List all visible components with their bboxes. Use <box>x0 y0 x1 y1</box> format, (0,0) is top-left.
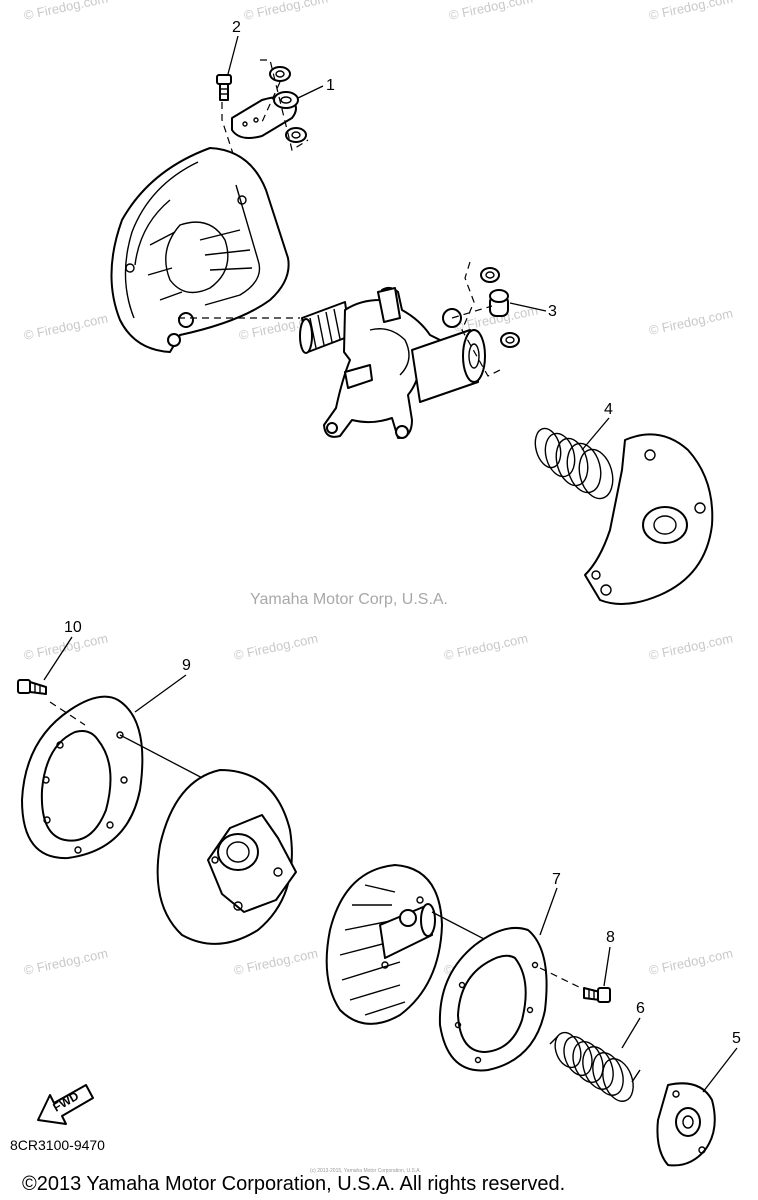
callout-number-7: 7 <box>552 871 561 888</box>
callout-8: 8 <box>603 929 615 987</box>
callout-number-4: 4 <box>604 401 613 418</box>
small-print: (c) 2013-2015, Yamaha Motor Corporation,… <box>310 1168 421 1174</box>
watermark: © Firedog.com <box>233 945 320 977</box>
callout-number-9: 9 <box>182 657 191 674</box>
plate-part-7 <box>438 926 548 1072</box>
callout-number-3: 3 <box>548 303 557 320</box>
diagram-code: 8CR3100-9470 <box>10 1137 105 1153</box>
callout-number-1: 1 <box>326 77 335 94</box>
secondary-fixed-sheave <box>156 769 297 945</box>
callout-7: 7 <box>539 871 561 936</box>
watermark: © Firedog.com <box>648 630 735 662</box>
spider-part-3 <box>299 286 486 439</box>
watermark: © Firedog.com <box>443 630 530 662</box>
watermark: © Firedog.com <box>243 0 330 23</box>
watermark: © Firedog.com <box>648 945 735 977</box>
weight-part-1 <box>231 66 307 143</box>
callout-9: 9 <box>134 657 191 713</box>
callout-2: 2 <box>227 19 241 75</box>
washers-part-3 <box>480 267 520 348</box>
callout-number-8: 8 <box>606 929 615 946</box>
callout-number-10: 10 <box>64 619 82 636</box>
bolt-part-8 <box>583 987 611 1003</box>
watermark: © Firedog.com <box>23 310 110 342</box>
spring-part-6 <box>549 1031 641 1102</box>
watermark: © Firedog.com <box>648 0 735 23</box>
spring-seat-part-5 <box>656 1082 716 1167</box>
watermark: © Firedog.com <box>648 305 735 337</box>
callout-4: 4 <box>581 401 613 451</box>
spring-part-4 <box>534 427 614 500</box>
callout-1: 1 <box>297 77 335 99</box>
bolt-part-2 <box>216 74 232 101</box>
callout-3: 3 <box>509 302 557 320</box>
primary-fixed-sheave <box>110 147 290 353</box>
callout-6: 6 <box>621 1000 645 1049</box>
secondary-movable-sheave <box>325 864 443 1025</box>
watermark: © Firedog.com <box>23 0 110 23</box>
forward-direction-arrow-icon: FWD <box>37 1084 94 1125</box>
watermark: © Firedog.com <box>448 0 535 23</box>
callout-number-5: 5 <box>732 1030 741 1047</box>
callout-10: 10 <box>43 619 82 681</box>
copyright-notice: ©2013 Yamaha Motor Corporation, U.S.A. A… <box>22 1173 565 1195</box>
watermark: © Firedog.com <box>23 945 110 977</box>
callout-5: 5 <box>702 1030 741 1093</box>
bolt-part-10 <box>17 679 47 695</box>
plate-part-9 <box>21 695 144 860</box>
callout-number-6: 6 <box>636 1000 645 1017</box>
corp-watermark-text: Yamaha Motor Corp, U.S.A. <box>250 591 448 608</box>
callout-number-2: 2 <box>232 19 241 36</box>
primary-cover <box>584 433 714 605</box>
watermark: © Firedog.com <box>233 630 320 662</box>
